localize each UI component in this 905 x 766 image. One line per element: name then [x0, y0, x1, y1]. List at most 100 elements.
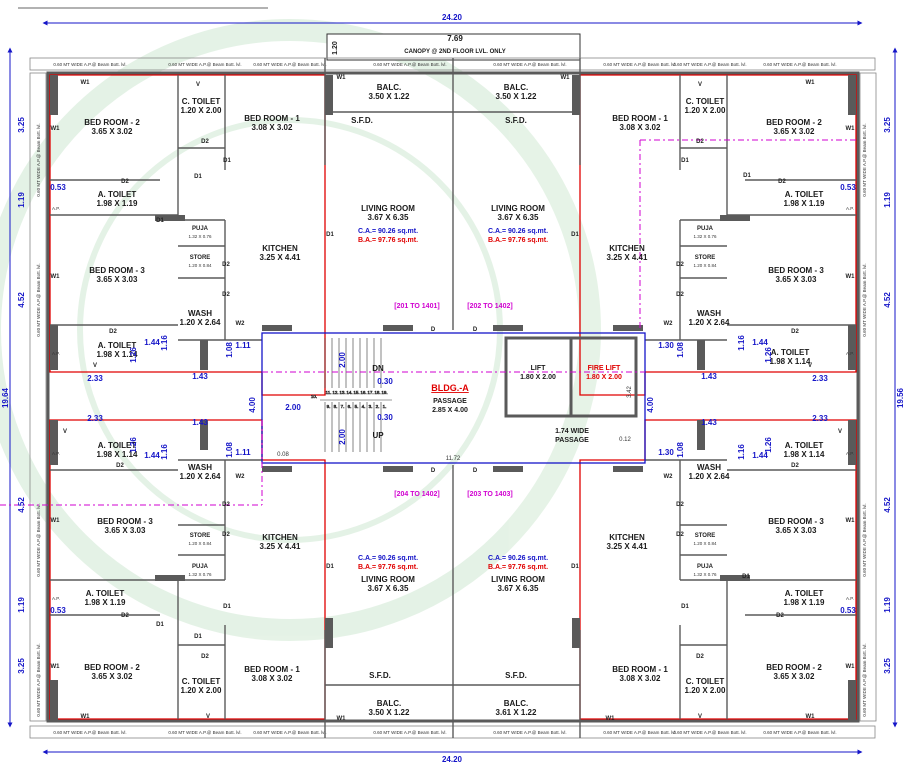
kitchen-tl-size: 3.25 X 4.41 [260, 253, 301, 262]
w1-tr-c: W1 [561, 75, 571, 81]
w1-tl-b: W1 [51, 274, 61, 280]
balc-bl-size: 3.50 X 1.22 [369, 708, 410, 717]
kitchen-tl: KITCHEN [262, 244, 298, 253]
sfd-bl: S.F.D. [369, 671, 391, 680]
dim-126-tr: 1.26 [764, 347, 773, 363]
v-br-b: V [838, 429, 842, 435]
stair-step-top: 17. [367, 390, 373, 395]
kitchen-br: KITCHEN [609, 533, 645, 542]
balc-tr: BALC. [504, 83, 528, 92]
stair-step-bottom: 1. [383, 404, 387, 409]
dim-012: 0.12 [619, 437, 631, 443]
ap-note-side-6: 0.60 MT WIDE A.P.@ Beam Bott. lvl. [862, 503, 867, 576]
ap-note-top-5: 0.60 MT WIDE A.P.@ Beam Bott. lvl. [603, 62, 676, 67]
stair-step-top: 19. [381, 390, 387, 395]
d2-tl-c: D2 [222, 262, 230, 268]
a-toilet-tl: A. TOILET [98, 190, 137, 199]
flat-range-1: [201 TO 1401] [394, 303, 439, 310]
d1-tl-d: D1 [326, 232, 334, 238]
stair-step-bottom: 3. [369, 404, 373, 409]
kitchen-bl-size: 3.25 X 4.41 [260, 542, 301, 551]
stair-step-top: 16. [360, 390, 366, 395]
puja-br-size: 1.32 X 0.76 [693, 572, 717, 577]
dim-144-tl: 1.44 [144, 338, 160, 347]
bedroom-2-bl-size: 3.65 X 3.02 [92, 672, 133, 681]
ap-bl: A.P. [52, 596, 60, 601]
d2-bl-c: D2 [222, 532, 230, 538]
dim-total-width-bottom: 24.20 [442, 755, 463, 764]
dim-325-tr: 3.25 [883, 117, 892, 133]
wash-br: WASH [697, 463, 721, 472]
bedroom-1-br-size: 3.08 X 3.02 [620, 674, 661, 683]
ap-note-top-6: 0.60 MT WIDE A.P.@ Beam Bott. lvl. [673, 62, 746, 67]
door-bl-core: D [431, 468, 436, 474]
balc-br-size: 3.61 X 1.22 [496, 708, 537, 717]
ap-note-side-7: 0.60 MT WIDE A.P.@ Beam Bott. lvl. [862, 643, 867, 716]
lift-shafts [504, 336, 638, 418]
sfd-br: S.F.D. [505, 671, 527, 680]
dim-1172: 11.72 [446, 456, 461, 462]
d1-br-d: D1 [571, 564, 579, 570]
bedroom-3-tr-size: 3.65 X 3.03 [776, 275, 817, 284]
living-tr-size: 3.67 X 6.35 [498, 213, 539, 222]
dim-452-tr: 4.52 [883, 292, 892, 308]
dim-233-tr: 2.33 [812, 374, 828, 383]
a-toilet-tr2: A. TOILET [771, 348, 810, 357]
wash-bl: WASH [188, 463, 212, 472]
stair-step-top: 11. [326, 390, 332, 395]
puja-bl: PUJA [192, 564, 209, 570]
stair-dn-label: DN [372, 364, 384, 373]
c-toilet-br: C. TOILET [686, 677, 725, 686]
kitchen-tr-size: 3.25 X 4.41 [607, 253, 648, 262]
dim-053-bl: 0.53 [50, 606, 66, 615]
bedroom-1-tr-size: 3.08 X 3.02 [620, 123, 661, 132]
wash-tl: WASH [188, 309, 212, 318]
passage-label: PASSAGE [433, 398, 467, 405]
area-ca-br: C.A.= 90.26 sq.mt. [488, 555, 548, 562]
dim-111-tl: 1.11 [235, 341, 251, 350]
door-tl-core: D [431, 327, 436, 333]
ap-note-side-0: 0.60 MT WIDE A.P.@ Beam Bott. lvl. [36, 123, 41, 196]
ap-note-bottom-3: 0.60 MT WIDE A.P.@ Beam Bott. lvl. [373, 730, 446, 735]
bedroom-3-bl-size: 3.65 X 3.03 [105, 526, 146, 535]
c-toilet-bl: C. TOILET [182, 677, 221, 686]
w2-tl: W2 [236, 321, 246, 327]
bedroom-2-tr: BED ROOM - 2 [766, 118, 822, 127]
area-ba-tr: B.A.= 97.76 sq.mt. [488, 237, 548, 244]
dim-108-tr: 1.08 [676, 342, 685, 358]
ap-note-side-1: 0.60 MT WIDE A.P.@ Beam Bott. lvl. [36, 263, 41, 336]
dim-144-br: 1.44 [752, 451, 768, 460]
c-toilet-br-size: 1.20 X 2.00 [685, 686, 726, 695]
bedroom-3-tl-size: 3.65 X 3.03 [97, 275, 138, 284]
a-toilet-tl2-size: 1.98 X 1.14 [97, 350, 138, 359]
ap-tr-b: A.P. [846, 351, 854, 356]
balc-br: BALC. [504, 699, 528, 708]
d1-tr-d: D1 [571, 232, 579, 238]
bedroom-1-bl: BED ROOM - 1 [244, 665, 300, 674]
dim-119-tr: 1.19 [883, 192, 892, 208]
dim-053-tr: 0.53 [840, 183, 856, 192]
balc-tl: BALC. [377, 83, 401, 92]
kitchen-br-size: 3.25 X 4.41 [607, 542, 648, 551]
flat-range-3: [204 TO 1402] [394, 491, 439, 498]
stair-step-top: 12. [332, 390, 338, 395]
d1-bl-b: D1 [156, 622, 164, 628]
living-br: LIVING ROOM [491, 575, 545, 584]
bedroom-2-br-size: 3.65 X 3.02 [774, 672, 815, 681]
w1-tr-side: W1 [846, 126, 856, 132]
store-tr-size: 1.20 X 0.84 [693, 263, 717, 268]
stair-step-bottom: 7. [341, 404, 345, 409]
living-bl: LIVING ROOM [361, 575, 415, 584]
d1-tr-b: D1 [743, 173, 751, 179]
lift-label: LIFT [531, 365, 546, 372]
a-toilet-br: A. TOILET [785, 589, 824, 598]
w1-tl-top: W1 [81, 80, 91, 86]
ap-note-bottom-7: 0.60 MT WIDE A.P.@ Beam Bott. lvl. [763, 730, 836, 735]
w1-br-c: W1 [606, 716, 616, 722]
ap-note-top-1: 0.60 MT WIDE A.P.@ Beam Bott. lvl. [168, 62, 241, 67]
stair-step-top: 15. [353, 390, 359, 395]
d2-tl-a: D2 [201, 139, 209, 145]
dim-143-tr: 1.43 [701, 372, 717, 381]
balc-bl: BALC. [377, 699, 401, 708]
